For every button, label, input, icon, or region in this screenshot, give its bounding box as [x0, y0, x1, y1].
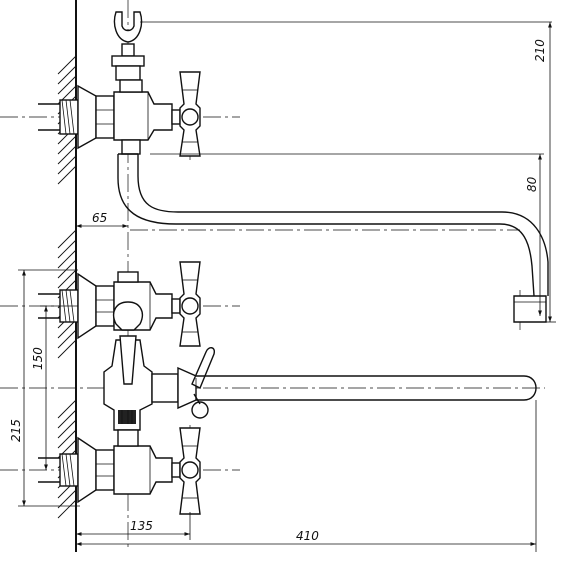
dimension-150-label: 150: [31, 347, 45, 370]
dimension-410-label: 410: [296, 529, 319, 543]
diverter-lever: [191, 347, 216, 419]
dimension-135-label: 135: [130, 519, 153, 533]
dimension-215-label: 215: [9, 419, 23, 442]
dimension-135: 135: [76, 512, 191, 540]
lower-inlet: [38, 436, 115, 504]
lower-valve-body: [113, 429, 173, 495]
dimension-80-label: 80: [525, 176, 539, 192]
dimension-65-label: 65: [92, 211, 107, 225]
dimension-215: 215: [9, 269, 80, 507]
bath-spout: [195, 375, 537, 401]
lower-cross-handle: [171, 427, 201, 515]
upper-inlet: [38, 84, 115, 150]
upper-swan-spout: [117, 153, 549, 323]
upper-valve-body: [113, 79, 173, 155]
dimension-65: 65: [76, 211, 128, 228]
upper-cross-handle: [171, 71, 201, 157]
shower-holder: [111, 11, 145, 81]
dimension-150: 150: [31, 305, 78, 470]
dimension-80: 80: [150, 153, 544, 316]
mixer-main-body: [103, 301, 197, 431]
dimension-410: 410: [76, 400, 537, 552]
dimension-210: 210: [140, 21, 556, 323]
dimension-210-label: 210: [533, 39, 547, 62]
middle-cross-handle: [171, 261, 201, 347]
